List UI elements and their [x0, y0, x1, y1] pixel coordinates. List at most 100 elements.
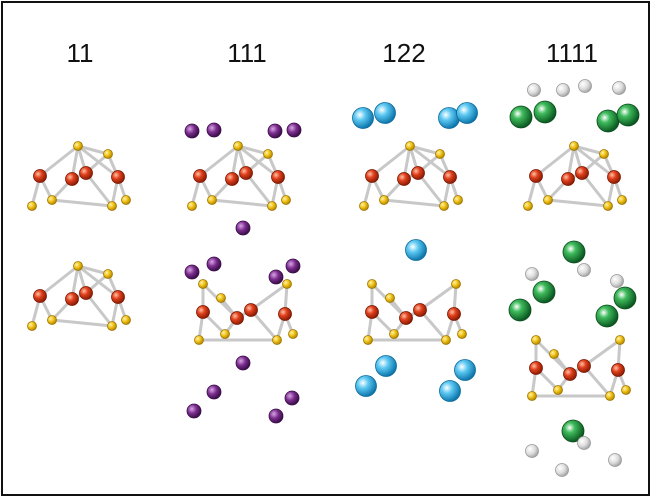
bond — [418, 282, 458, 312]
iron-atom — [529, 361, 543, 375]
chalcogen-atom — [73, 261, 83, 271]
spacer-atom-122 — [374, 102, 396, 124]
chalcogen-atom — [457, 329, 467, 339]
iron-atom — [443, 170, 457, 184]
chalcogen-atom — [569, 141, 579, 151]
spacer-atom-111 — [268, 269, 284, 285]
chalcogen-atom — [605, 391, 615, 401]
spacer-atom-1111-small — [577, 436, 591, 450]
iron-atom — [607, 170, 621, 184]
chalcogen-atom — [603, 201, 613, 211]
chalcogen-atom — [272, 335, 282, 345]
spacer-atom-1111-small — [527, 83, 541, 97]
iron-atom — [244, 303, 258, 317]
spacer-atom-111 — [268, 408, 284, 424]
bond — [546, 198, 610, 208]
iron-atom — [79, 286, 93, 300]
iron-atom — [65, 172, 79, 186]
spacer-atom-111 — [267, 123, 283, 139]
chalcogen-atom — [267, 201, 277, 211]
spacer-atom-1111-small — [577, 263, 591, 277]
chalcogen-atom — [453, 195, 463, 205]
spacer-atom-122 — [352, 107, 374, 129]
iron-atom — [529, 169, 543, 183]
chalcogen-atom — [107, 321, 117, 331]
chalcogen-atom — [288, 329, 298, 339]
iron-atom — [196, 305, 210, 319]
spacer-atom-1111-small — [525, 267, 539, 281]
spacer-atom-111 — [285, 258, 301, 274]
iron-atom — [447, 307, 461, 321]
iron-atom — [65, 292, 79, 306]
spacer-atom-122 — [405, 239, 427, 261]
bond — [38, 144, 80, 178]
spacer-atom-1111-small — [608, 453, 622, 467]
bond — [50, 318, 114, 328]
chalcogen-atom — [441, 335, 451, 345]
chalcogen-atom — [282, 279, 292, 289]
column-label-1111: 1111 — [545, 38, 599, 68]
chalcogen-atom — [549, 349, 559, 359]
iron-atom — [79, 166, 93, 180]
spacer-atom-122 — [355, 375, 377, 397]
spacer-atom-1111-large — [595, 304, 619, 328]
spacer-atom-1111-large — [616, 103, 640, 127]
iron-atom — [239, 166, 253, 180]
spacer-atom-111 — [235, 220, 251, 236]
chalcogen-atom — [73, 141, 83, 151]
chalcogen-atom — [281, 195, 291, 205]
iron-atom — [271, 170, 285, 184]
chalcogen-atom — [363, 335, 373, 345]
spacer-atom-111 — [206, 122, 222, 138]
chalcogen-atom — [379, 195, 389, 205]
bond — [198, 144, 240, 178]
spacer-atom-111 — [235, 355, 251, 371]
spacer-atom-111 — [184, 264, 200, 280]
chalcogen-atom — [216, 293, 226, 303]
spacer-atom-1111-large — [508, 298, 532, 322]
iron-atom — [575, 166, 589, 180]
bond — [534, 144, 576, 178]
iron-atom — [577, 359, 591, 373]
chalcogen-atom — [359, 201, 369, 211]
spacer-atom-1111-small — [610, 274, 624, 288]
chalcogen-atom — [47, 315, 57, 325]
iron-atom — [278, 307, 292, 321]
chalcogen-atom — [121, 315, 131, 325]
iron-atom — [399, 311, 413, 325]
chalcogen-atom — [107, 201, 117, 211]
spacer-atom-111 — [206, 384, 222, 400]
bond — [572, 144, 606, 156]
chalcogen-atom — [263, 149, 273, 159]
iron-atom — [193, 169, 207, 183]
chalcogen-atom — [523, 201, 533, 211]
bond — [38, 264, 80, 298]
spacer-atom-122 — [456, 102, 478, 124]
spacer-atom-1111-small — [612, 81, 626, 95]
chalcogen-atom — [435, 149, 445, 159]
bond — [416, 171, 446, 208]
iron-atom — [397, 172, 411, 186]
spacer-atom-111 — [284, 390, 300, 406]
iron-atom — [111, 290, 125, 304]
spacer-atom-111 — [206, 256, 222, 272]
column-label-111: 111 — [227, 38, 267, 68]
spacer-atom-111 — [186, 403, 202, 419]
bond — [244, 171, 274, 208]
iron-atom — [33, 289, 47, 303]
chalcogen-atom — [439, 201, 449, 211]
chalcogen-atom — [27, 321, 37, 331]
chalcogen-atom — [621, 385, 631, 395]
chalcogen-atom — [599, 149, 609, 159]
iron-atom — [611, 363, 625, 377]
bond — [210, 198, 274, 208]
bond — [582, 338, 622, 368]
chalcogen-atom — [194, 335, 204, 345]
iron-atom — [365, 169, 379, 183]
iron-atom — [230, 311, 244, 325]
spacer-atom-1111-large — [532, 280, 556, 304]
iron-atom — [365, 305, 379, 319]
bond — [408, 144, 442, 156]
bond — [236, 144, 270, 156]
